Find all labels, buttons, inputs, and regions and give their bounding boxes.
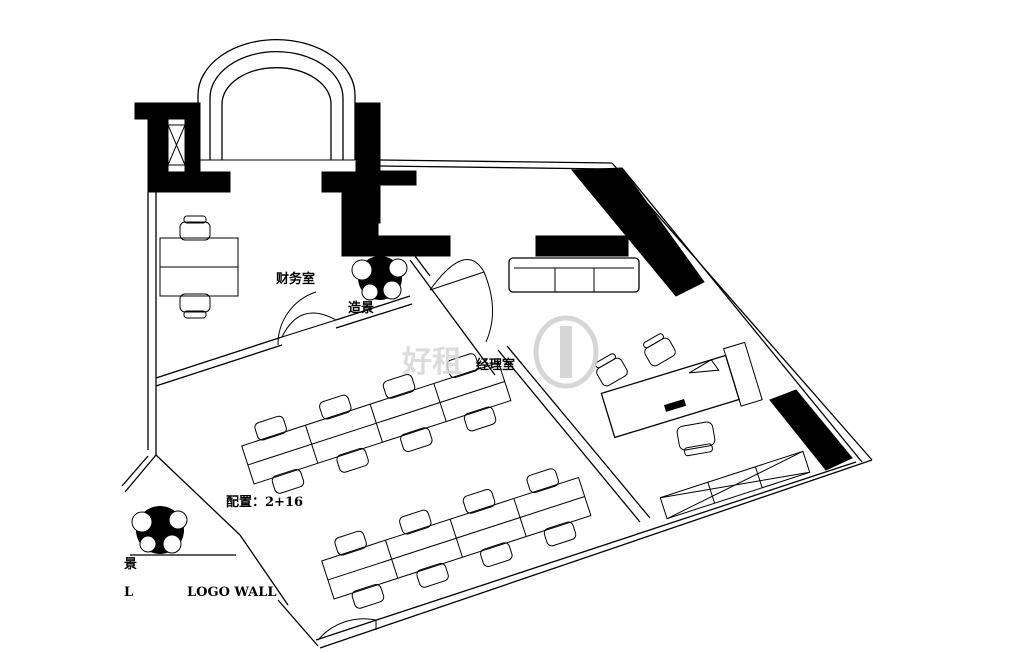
watermark-text: 好租 <box>401 345 462 380</box>
manager-desk <box>600 341 763 439</box>
label-config: 配置：2+16 <box>226 495 303 510</box>
label-landscape-top: 造景 <box>348 300 374 316</box>
watermark-logo-icon <box>533 315 599 389</box>
sofa <box>508 257 640 293</box>
workstations-lower <box>321 468 592 609</box>
interior-partitions <box>155 255 651 523</box>
door-manager <box>429 259 494 343</box>
label-logo-wall: LOGO WALL <box>187 585 277 600</box>
desk-chairs-upper <box>254 353 497 494</box>
plant-top <box>351 256 408 301</box>
structural-walls <box>134 102 853 471</box>
door-finance <box>277 291 337 346</box>
arched-entrance <box>197 38 356 161</box>
manager-chairs <box>595 333 716 457</box>
label-finance-room: 财务室 <box>276 271 315 287</box>
cabinet <box>659 450 811 520</box>
door-entrance <box>317 618 377 641</box>
finance-desk <box>159 215 239 319</box>
outer-walls <box>121 159 873 649</box>
plant-bottom <box>131 506 188 554</box>
label-manager-room: 经理室 <box>476 357 515 373</box>
watermark: 好租 <box>401 315 599 389</box>
label-landscape-bottom: 景 <box>124 557 137 572</box>
workstations-upper <box>241 353 512 494</box>
desk-chairs-lower <box>334 468 577 609</box>
window-symbol <box>167 124 186 166</box>
label-edge-mark: L <box>124 585 133 600</box>
